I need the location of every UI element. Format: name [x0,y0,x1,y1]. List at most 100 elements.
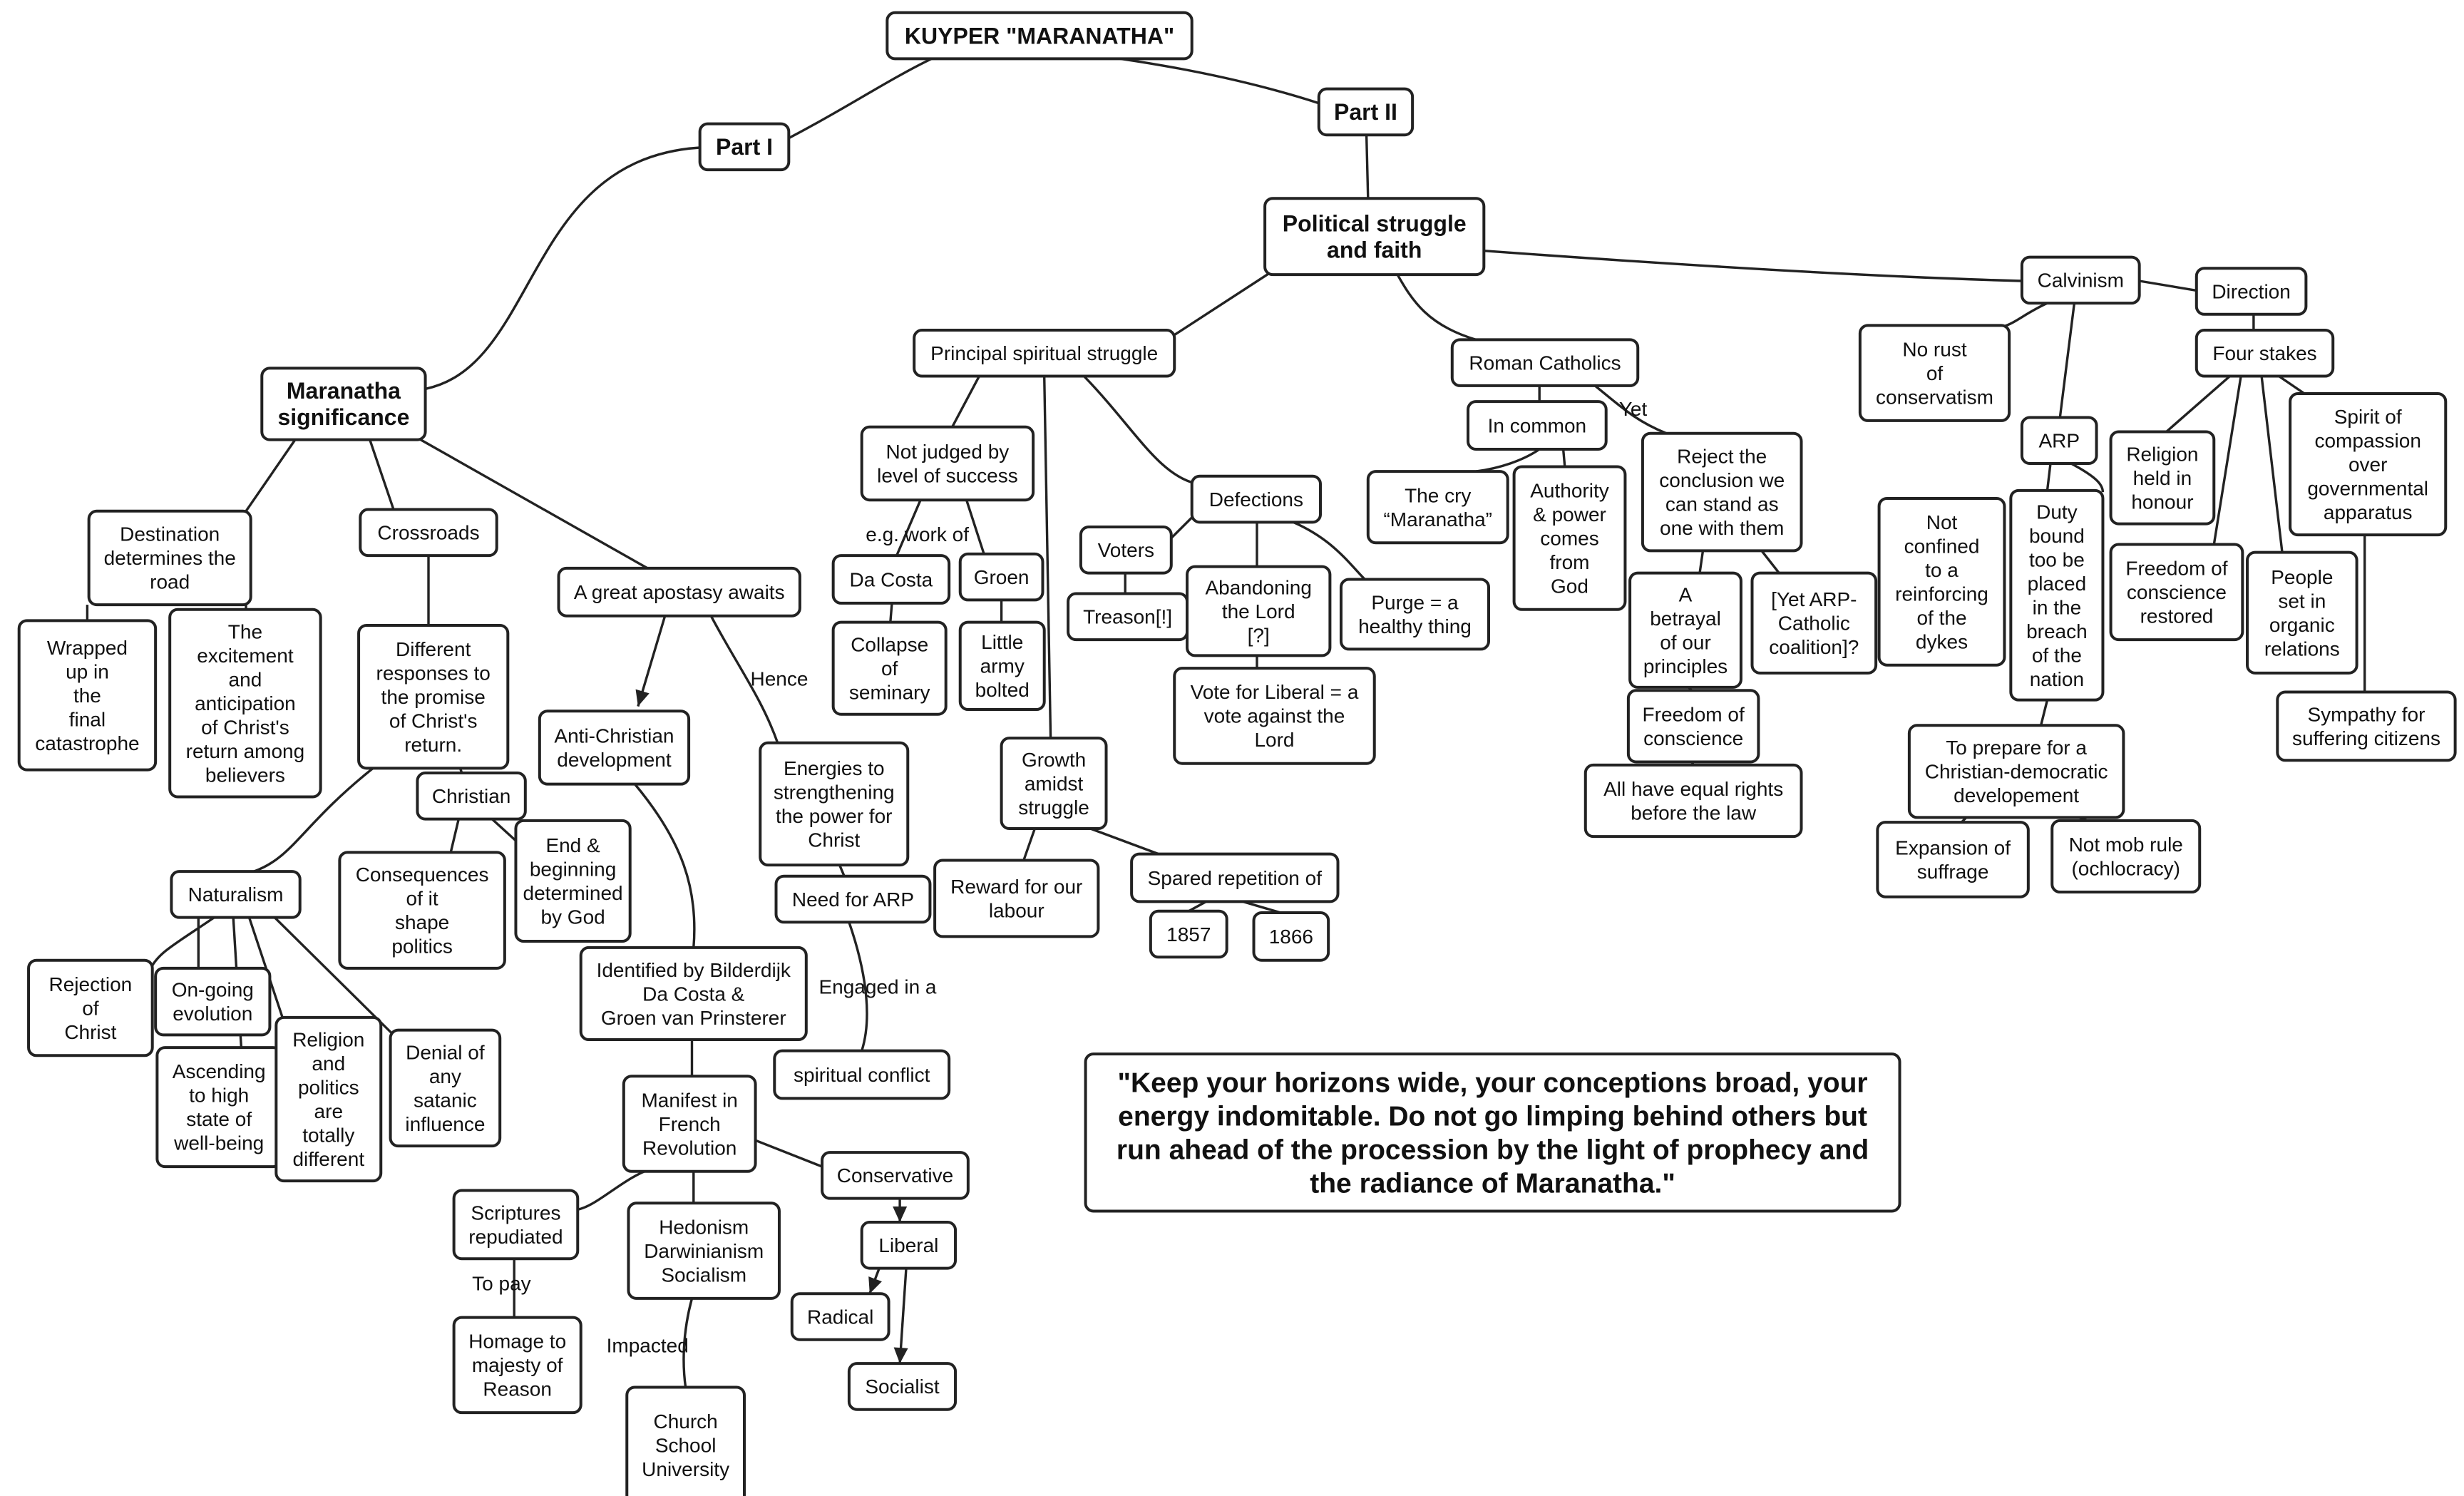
node-text: betrayal [1650,608,1721,630]
node-text: Sympathy for [2307,703,2425,725]
node-box [698,122,791,172]
node-box [1317,87,1415,137]
node-text: People [2271,566,2333,588]
node-box [87,509,252,607]
node-text: shape [395,911,449,933]
node-text: ARP [2038,430,2080,452]
node-text: breach [2026,620,2088,642]
node-text: Collapse [851,633,928,655]
node-text: influence [405,1113,485,1135]
node-box [1450,338,1640,387]
node-text: evolution [173,1003,252,1025]
node-box [1467,400,1608,451]
node-text: to a [1925,559,1959,581]
node-text: Catholic [1778,613,1850,635]
node-christian: Christian [416,772,527,821]
node-box [1149,909,1228,959]
node-text: Anti-Christian [554,724,674,747]
node-text: of [1926,362,1944,384]
node-text: determines the [104,547,236,569]
node-text: Rejection [49,973,133,995]
node-text: Little [981,631,1023,653]
node-text: bolted [975,679,1030,701]
node-text: of Christ's [201,716,289,738]
node-box [27,958,154,1057]
node-text: Christian [432,785,510,807]
node-text: the radiance of Maranatha." [1310,1168,1675,1199]
node-box [1130,852,1340,903]
node-text: level of success [877,465,1018,487]
node-incommon: In common [1467,400,1608,451]
node-box [154,966,272,1037]
arrowhead-icon [868,1276,882,1294]
node-text: the Lord [1222,600,1295,623]
node-text: Revolution [642,1137,736,1159]
node-text: of Christ's [389,710,478,732]
connector-line [848,921,868,1052]
node-text: are [314,1100,343,1122]
node-box [1877,496,2006,667]
connector-line [577,1170,645,1211]
node-text: Freedom of [1643,703,1745,725]
link-label-eg-work-of: e.g. work of [866,523,969,545]
connector-line [1242,900,1281,914]
node-text: determined [523,882,623,904]
node-box [170,870,302,919]
node-needarp: Need for ARP [774,874,932,924]
node-text: comes [1540,527,1598,549]
node-box [274,1015,383,1183]
node-text: Hedonism [659,1216,749,1238]
node-text: coalition]? [1769,636,1859,658]
node-text: End & [545,834,600,856]
node-text: Denial of [406,1041,485,1063]
node-box [514,819,632,943]
node-text: labour [989,899,1044,921]
node-socialist: Socialist [847,1362,958,1411]
node-text: amidst [1025,772,1084,794]
node-box [831,554,951,605]
node-text: vote against the [1204,705,1345,727]
node-box [790,1292,890,1341]
node-text: Not judged by [886,441,1010,463]
node-text: of the [1916,607,1966,629]
node-box [1339,578,1490,651]
arrowhead-icon [893,1206,908,1223]
node-box [557,566,801,618]
node-text: different [292,1148,364,1170]
node-text: Scriptures [471,1202,560,1224]
node-text: "Keep your horizons wide, your conceptio… [1117,1067,1867,1098]
node-text: Four stakes [2212,342,2316,364]
connector-line [2278,375,2306,395]
node-voters: Voters [1079,526,1173,575]
node-text: All have equal rights [1603,778,1783,800]
node-box [2109,430,2216,526]
node-text: School [655,1435,717,1457]
node-text: Religion [2126,443,2198,465]
node-text: army [980,655,1025,677]
node-box [1186,565,1332,657]
node-fourstakes: Four stakes [2194,329,2335,378]
node-text: “Maranatha” [1383,508,1492,531]
node-text: repudiated [468,1226,563,1248]
connector-line [889,603,893,623]
node-text: return among [186,740,305,762]
node-text: compassion [2314,429,2421,451]
node-text: conscience [2127,581,2227,603]
node-text: reinforcing [1895,583,1988,605]
node-text: Part I [716,134,773,160]
connector-line [753,1138,823,1168]
